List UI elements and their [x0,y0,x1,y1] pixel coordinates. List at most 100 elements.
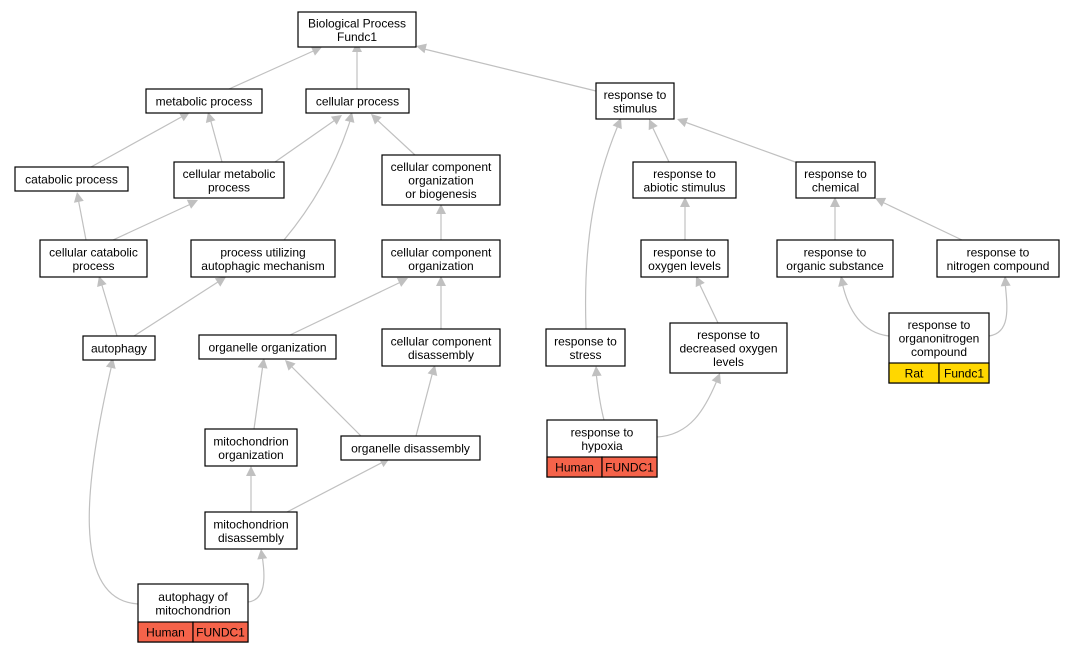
node-label-line: mitochondrion [213,517,288,531]
edge-5 [274,117,339,163]
edge-7 [650,123,670,163]
node-label-line: organization [408,174,473,188]
node-box [14,166,129,192]
node-box [173,161,285,199]
edges-layer [73,42,1011,605]
node-box [198,334,337,360]
tag-species-label: Rat [905,367,924,381]
node-label-line: levels [713,355,744,369]
edge-6 [374,117,416,156]
node-label-line: compound [911,345,967,359]
node-label-line: cellular process [316,95,399,109]
node-label-line: stimulus [613,101,657,115]
node-label-line: response to [604,88,667,102]
node-label-line: process [208,180,250,194]
arrowhead-10 [186,199,198,209]
node-label-line: autophagy of [158,590,228,604]
node-box [776,239,894,278]
node-label-line: or biogenesis [405,187,476,201]
arrowhead-5 [330,115,342,125]
node-cellular[interactable]: cellular process [305,88,410,114]
arrowhead-31 [105,358,116,369]
node-label-line: response to [804,245,867,259]
node-label-line: organic substance [786,259,884,273]
node-box [145,88,263,114]
arrowhead-17 [214,277,226,287]
edge-25 [288,363,362,437]
tag-gene-cell [192,621,249,643]
edge-3 [90,114,186,168]
node-label-line: response to [908,318,971,332]
node-label-line: cellular metabolic [183,167,276,181]
node-label-line: Fundc1 [337,30,377,44]
node-label-line: response to [554,334,617,348]
node-box [795,161,876,199]
node-label-line: hypoxia [581,439,623,453]
arrowhead-22 [838,276,848,287]
node-catabolic[interactable]: catabolic process [14,166,129,192]
node-label-line: autophagy [91,342,147,356]
edge-23 [988,281,1008,337]
node-label-line: organization [218,448,283,462]
node-metabolic[interactable]: metabolic process [145,88,263,114]
edge-28 [656,377,719,438]
arrowhead-4 [205,112,216,123]
edge-10 [112,202,194,241]
edge-18 [289,280,404,336]
tag-gene-label: FUNDC1 [196,626,245,640]
node-label-line: oxygen levels [648,259,721,273]
tag-gene-label: FUNDC1 [605,461,654,475]
node-label-line: nitrogen compound [947,259,1050,273]
node-label-line: response to [804,167,867,181]
node-label-line: stress [569,348,601,362]
node-label-line: cellular component [391,334,492,348]
arrowhead-25 [285,360,296,371]
edge-16 [100,281,118,337]
node-box [39,239,148,278]
arrowhead-0 [310,46,322,56]
node-label-line: disassembly [408,348,474,362]
arrowhead-14 [830,197,840,207]
arrowhead-12 [436,204,446,214]
node-label-line: chemical [812,180,859,194]
node-label-line: mitochondrion [213,434,288,448]
arrowhead-16 [97,276,107,288]
edge-30 [286,460,386,513]
node-organelle-org[interactable]: organelle organization [198,334,337,360]
node-label-line: organonitrogen [899,332,980,346]
node-box [640,239,729,278]
arrowhead-3 [178,112,190,122]
arrowhead-20 [612,118,622,130]
node-label-line: organization [408,259,473,273]
arrowhead-19 [436,276,446,286]
node-label-line: process utilizing [220,245,305,259]
node-organelle-dis[interactable]: organelle disassembly [340,435,481,461]
edge-21 [697,280,719,324]
arrowhead-7 [648,119,658,131]
edge-17 [133,279,222,337]
arrowhead-29 [246,466,256,476]
arrowhead-23 [1000,276,1011,287]
node-autophagy[interactable]: autophagy [82,335,156,361]
